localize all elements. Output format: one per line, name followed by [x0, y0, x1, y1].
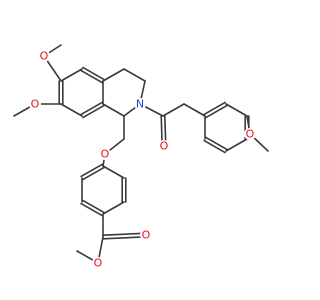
bond-line — [80, 202, 103, 217]
bond-line — [123, 68, 146, 82]
atom-O6: O — [140, 229, 152, 242]
bond-line — [162, 103, 185, 117]
bond-line — [80, 101, 103, 116]
bond-line — [203, 139, 226, 154]
atom-label: O — [246, 128, 255, 141]
bond-line — [60, 103, 83, 117]
atom-label: O — [40, 50, 49, 63]
atom-O3: O — [158, 140, 170, 153]
bond-line — [80, 69, 103, 84]
bond-line — [82, 104, 105, 119]
atom-label-layer: O O N O O O O O — [29, 50, 256, 270]
bond-line — [82, 66, 105, 81]
atom-O7: O — [92, 257, 104, 270]
bond-line — [82, 199, 105, 214]
bond-line — [205, 104, 228, 119]
atom-label: O — [101, 148, 110, 161]
bond-line — [225, 138, 248, 152]
atom-O4: O — [244, 128, 256, 141]
atom-label: O — [142, 229, 151, 242]
structure-canvas: O O N O O O O O — [13, 44, 269, 270]
molecule-structure: O O N O O O O O — [13, 44, 269, 270]
bond-line — [102, 68, 125, 82]
atom-O5: O — [99, 148, 111, 161]
bond-line — [102, 201, 125, 215]
bond-layer — [13, 44, 269, 264]
bond-line — [183, 103, 206, 117]
bond-line — [82, 166, 105, 181]
bond-line — [102, 232, 147, 237]
bond-line — [203, 101, 226, 116]
bond-line — [80, 163, 103, 178]
bond-line — [60, 68, 83, 82]
atom-O2: O — [29, 98, 41, 111]
atom-N: N — [134, 98, 146, 111]
bond-line — [102, 235, 147, 240]
atom-label: O — [160, 140, 169, 153]
bond-line — [205, 136, 228, 151]
atom-label: O — [94, 257, 103, 270]
bond-line — [225, 103, 248, 117]
atom-label: O — [31, 98, 40, 111]
bond-line — [102, 165, 125, 179]
bond-line — [102, 103, 125, 117]
atom-label: N — [136, 98, 144, 111]
atom-O1: O — [38, 50, 50, 63]
